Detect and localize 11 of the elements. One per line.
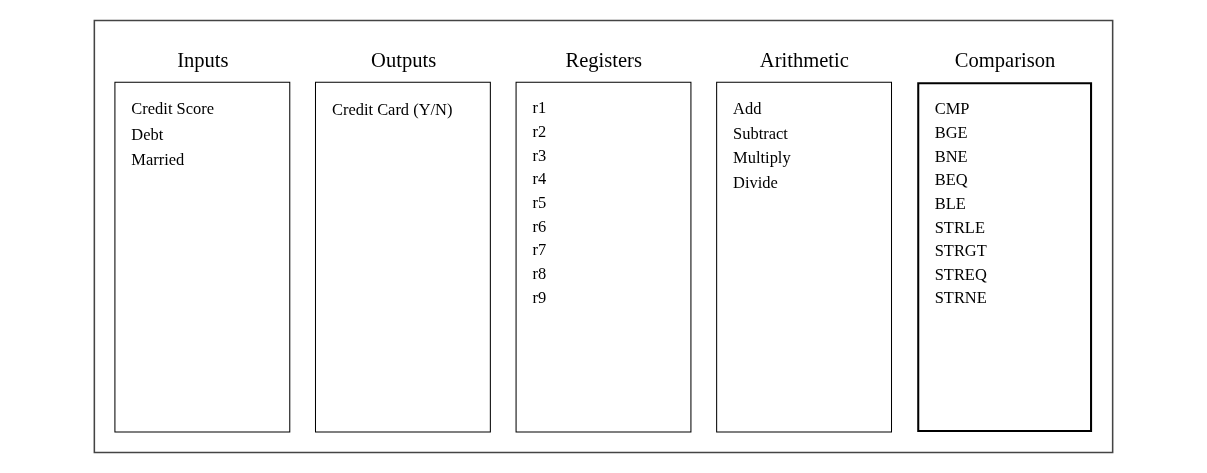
cluster (93, 19, 1114, 454)
node-label: Arithmetic (759, 48, 849, 71)
node-box: r1 r2 r3 r4 r5 r6 r7 r8 r9 (515, 81, 692, 433)
node-label: Comparison (954, 48, 1056, 71)
node-box: Credit Card (Y/N) (314, 81, 491, 433)
node-label: Outputs (371, 48, 437, 71)
node-box: CMP BGE BNE BEQ BLE STRLE STRGT STREQ STRNE (917, 82, 1093, 432)
node-label: Inputs (177, 48, 229, 71)
node-label: Registers (565, 48, 642, 71)
node-box: Add Subtract Multiply Divide (716, 81, 893, 433)
node-box: Credit Score Debt Married (114, 81, 291, 433)
